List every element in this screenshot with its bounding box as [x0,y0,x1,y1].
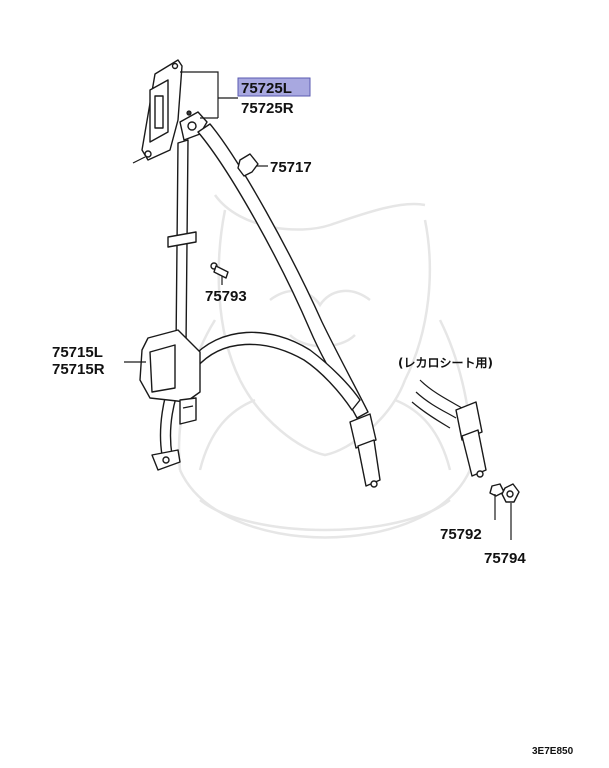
label-75725L[interactable]: 75725L [241,80,292,97]
recaro-buckle [411,379,487,478]
nut-75794 [501,483,520,540]
label-75725R[interactable]: 75725R [241,100,294,117]
leader-lines [124,71,238,363]
label-75715L[interactable]: 75715L [52,344,103,361]
recaro-note: (レカロシート用) [398,356,493,370]
nut-75792 [489,483,505,520]
bolt [210,262,229,285]
vertical-belt [167,139,197,349]
watermark-emblem [177,194,473,539]
retractor [139,329,201,471]
diagram-code: 3E7E850 [532,746,574,757]
height-adjuster-bracket [132,59,183,164]
tongue-plate [349,413,381,488]
highlight-75725L [237,77,311,97]
label-75792[interactable]: 75792 [440,526,482,543]
label-75793[interactable]: 75793 [205,288,247,305]
label-75794[interactable]: 75794 [484,550,526,567]
belt-guide [237,153,268,177]
label-75715R[interactable]: 75715R [52,361,105,378]
label-75717[interactable]: 75717 [270,159,312,176]
shoulder-belt [197,123,369,419]
